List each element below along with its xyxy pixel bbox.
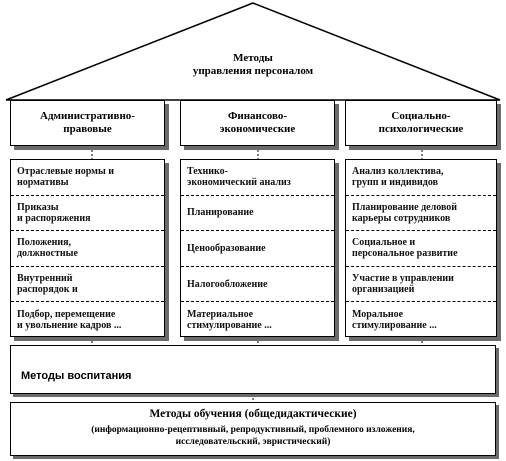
category-title-line: психологические [378,123,464,135]
education-methods-box: Методы воспитания [10,345,496,394]
diagram-title-line-1: Методы [233,52,273,64]
financial-methods-list: Технико-экономический анализ Планировани… [180,159,335,337]
social-methods-list: Анализ коллектива,групп и индивидов План… [345,159,497,337]
list-item: Планирование [181,196,334,232]
category-title-line: правовые [63,123,112,135]
category-title-line: Финансово- [227,110,288,122]
list-item: Анализ коллектива,групп и индивидов [346,160,496,196]
category-title-line: Административно- [40,110,135,122]
category-header-financial: Финансово- экономические [180,100,335,146]
diagram-title-line-2: управления персоналом [192,65,314,77]
diagram-title: Методы управления персоналом [140,52,366,78]
category-header-social: Социально- психологические [345,100,497,146]
category-header-administrative: Административно- правовые [10,100,165,146]
category-title-line: Социально- [391,110,451,122]
list-item: Налогообложение [181,267,334,303]
category-title-line: экономические [219,123,296,135]
list-item: Ценообразование [181,231,334,267]
training-methods-box: Методы обучения (общедидактические) (инф… [10,402,496,456]
list-item: Положения,должностные [11,231,164,267]
training-methods-title: Методы обучения (общедидактические) [149,408,357,420]
list-item: Технико-экономический анализ [181,160,334,196]
training-methods-subtitle: (информационно-рецептивный, репродуктивн… [91,425,415,447]
education-methods-label: Методы воспитания [21,370,132,382]
